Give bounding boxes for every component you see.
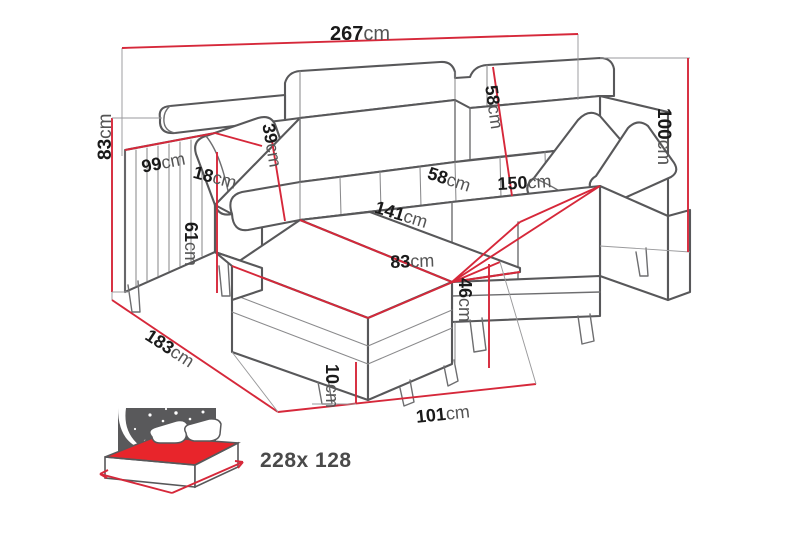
label-chaise-width: 83cm — [389, 250, 435, 272]
dimline-99 — [124, 132, 216, 151]
label-overall-height: 100cm — [653, 108, 674, 166]
label-seat-width: 150cm — [496, 171, 552, 194]
label-arm-side-height: 61cm — [181, 222, 201, 267]
dimline-39 — [271, 140, 286, 222]
dimline-58-back — [492, 66, 513, 197]
dimline-141 — [299, 219, 453, 283]
dimline-58-seat — [451, 221, 521, 283]
dimline-183 — [111, 299, 279, 413]
dimline-150 — [451, 185, 601, 283]
bed-dim-arrow-right — [171, 461, 244, 494]
bed-dim-arrow-left — [99, 473, 173, 494]
label-leg-height: 10cm — [322, 364, 342, 409]
label-seat-height: 46cm — [455, 278, 475, 323]
dimline-83-chaise — [231, 265, 369, 319]
sofa-body — [123, 56, 692, 407]
bed-icon — [99, 407, 244, 494]
label-overall-width: 267cm — [330, 23, 391, 45]
label-sleeping-area: 228x 128 — [260, 449, 352, 472]
label-arm-height: 83cm — [95, 113, 116, 160]
dimline-18 — [214, 132, 263, 147]
dimline-101 — [277, 383, 537, 413]
dimension-lines — [111, 33, 691, 413]
dimline-267 — [121, 33, 579, 49]
